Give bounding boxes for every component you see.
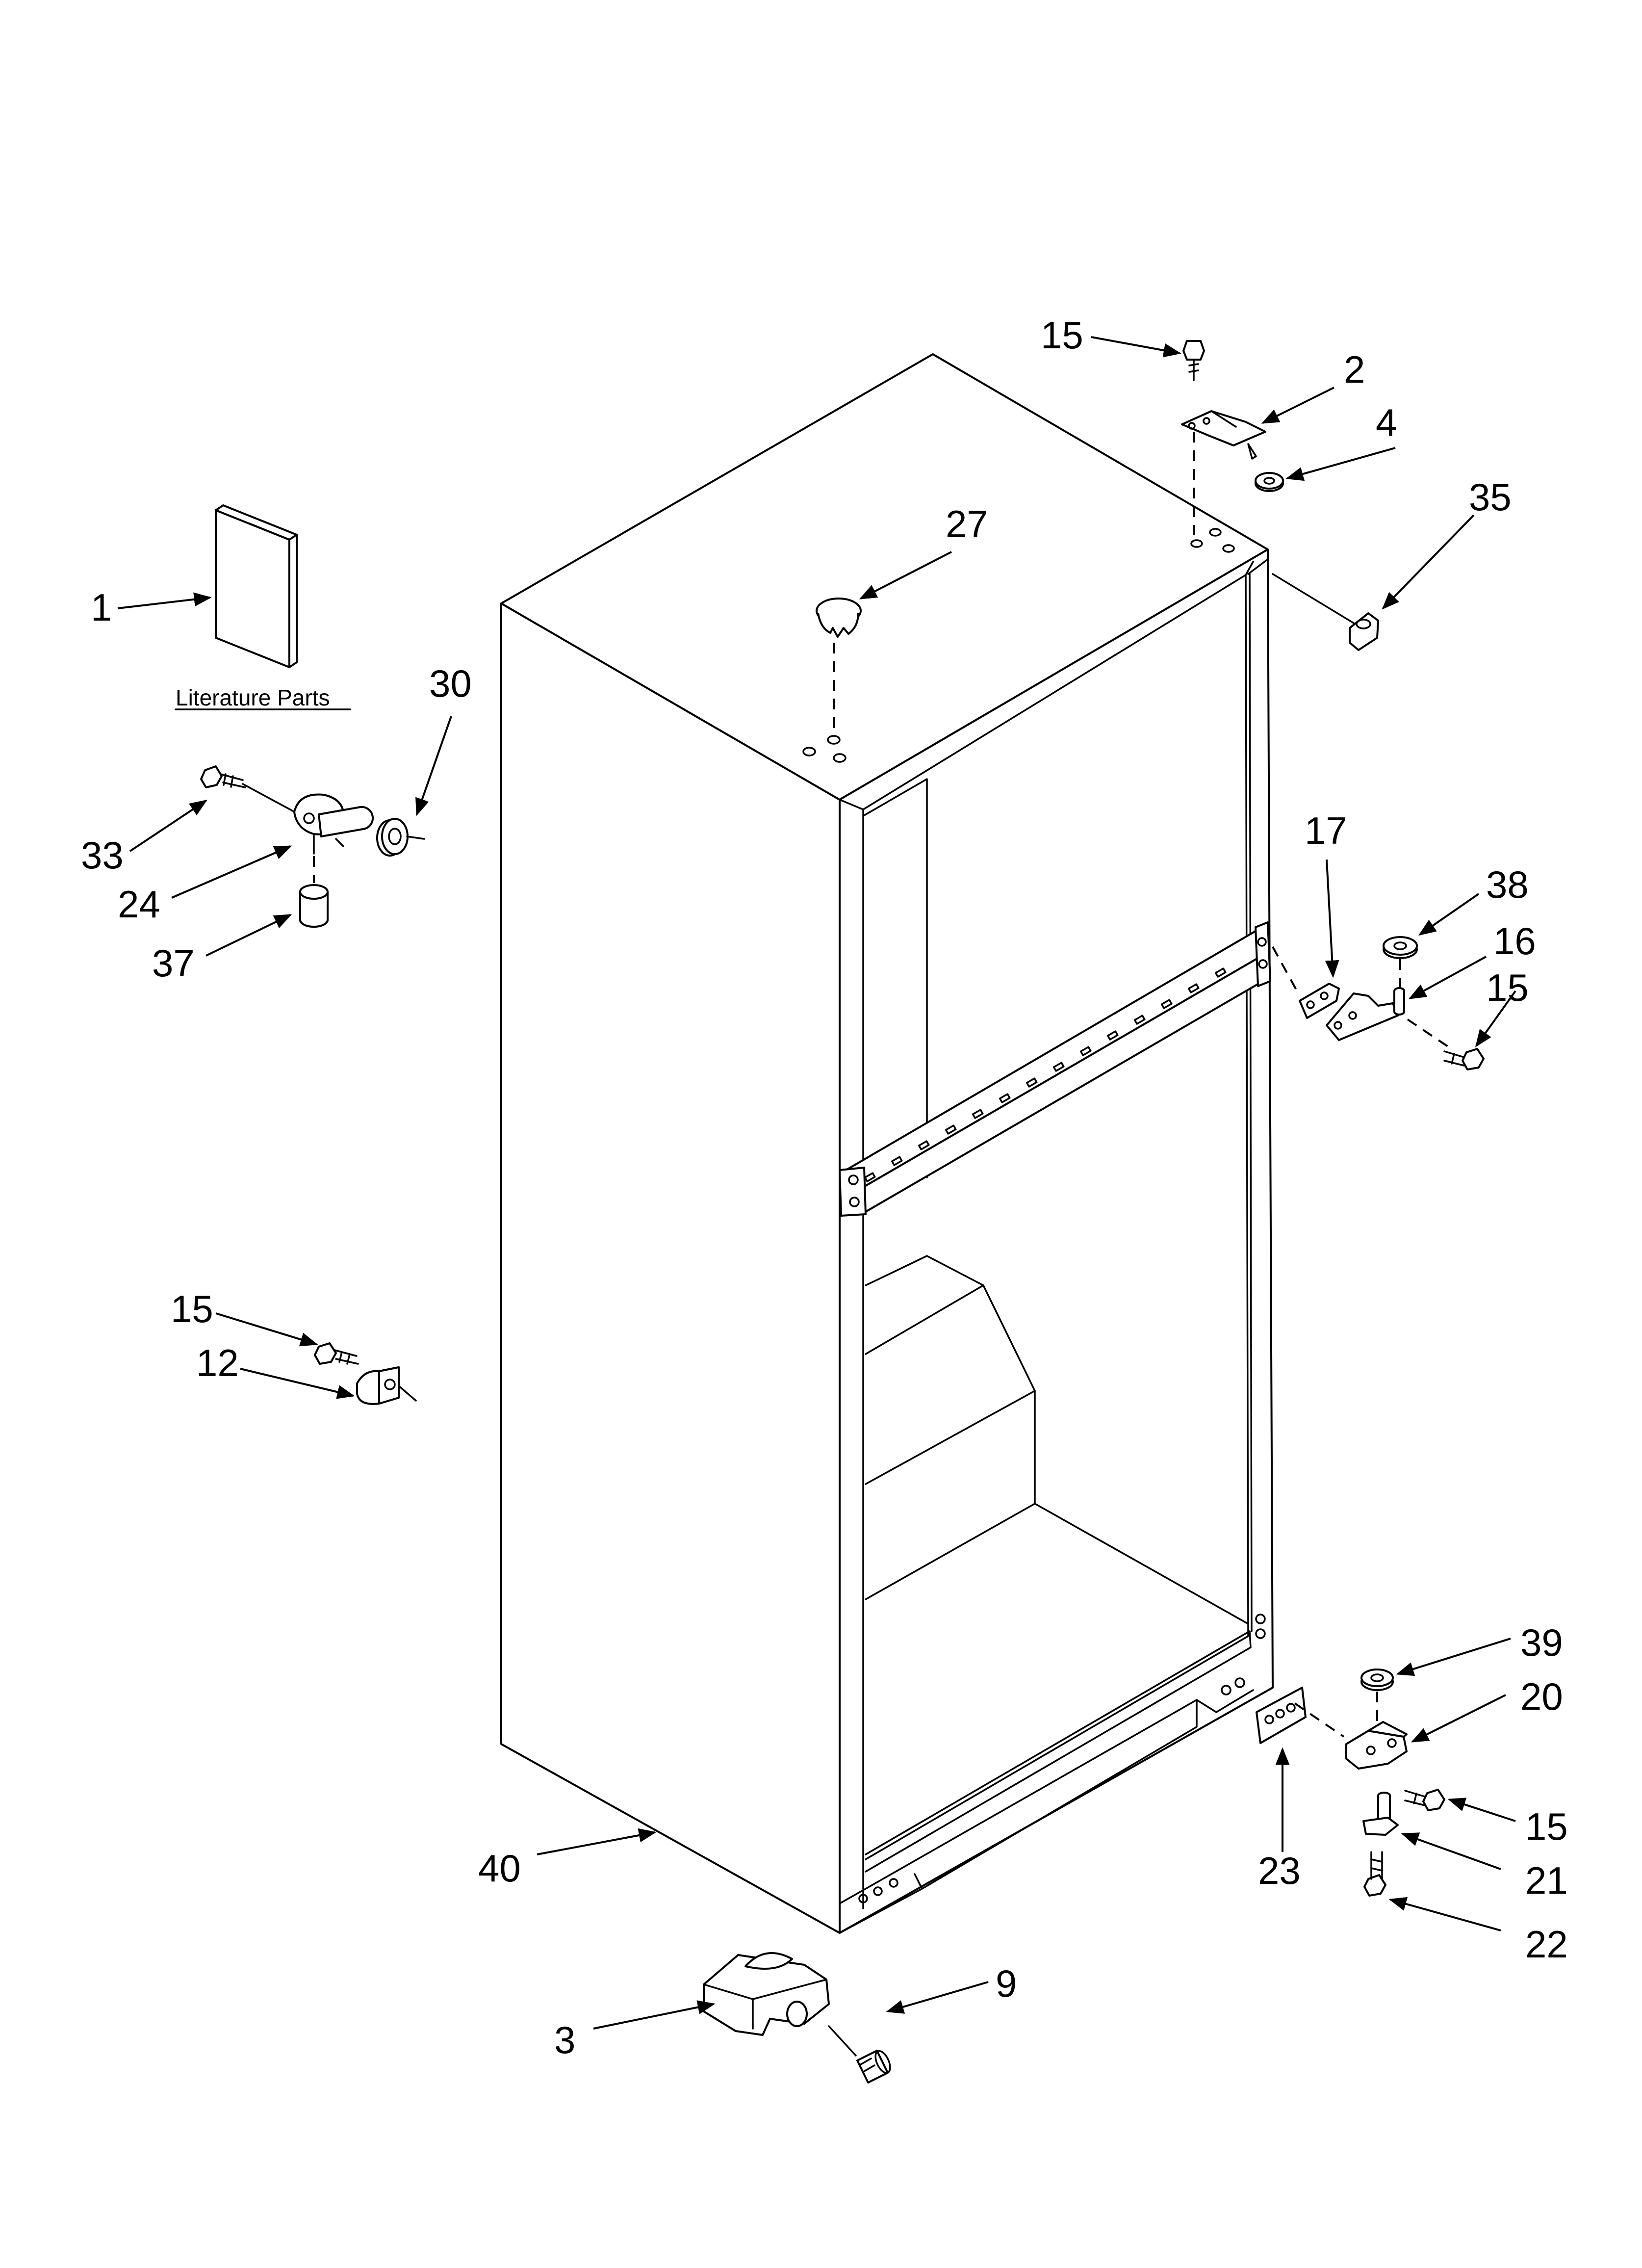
- bottom-hinge-bracket-icon: [1345, 1721, 1408, 1770]
- callout-24: 24: [118, 883, 160, 926]
- callout-15-top: 15: [1041, 313, 1083, 357]
- bottom-hinge-dash-b: [1294, 1702, 1345, 1738]
- callout-22: 22: [1525, 1923, 1568, 1966]
- center-hinge-shim-icon: [1299, 983, 1340, 1019]
- callout-3: 3: [554, 2018, 575, 2061]
- callout-30: 30: [429, 662, 472, 705]
- top-hinge-screw-icon: [1182, 340, 1205, 381]
- top-hinge-bracket-icon: [1181, 410, 1266, 460]
- hinge-cover-icon: [356, 1366, 417, 1405]
- hinge-washer-icon: [1255, 472, 1284, 492]
- center-hinge-bracket-icon: [1326, 987, 1405, 1041]
- left-hinge-pin-icon: [293, 793, 374, 855]
- divider-rail: [839, 921, 1271, 1217]
- callout-16: 16: [1493, 919, 1536, 963]
- callout-37: 37: [152, 941, 195, 985]
- callout-15-mid: 15: [1486, 966, 1529, 1009]
- callout-33: 33: [81, 834, 124, 877]
- door-stop-line: [1272, 573, 1355, 624]
- top-plug-icon: [816, 598, 862, 638]
- center-hinge-washer-icon: [1383, 936, 1418, 959]
- callout-4: 4: [1376, 401, 1397, 444]
- callout-21: 21: [1525, 1859, 1568, 1902]
- callout-20: 20: [1520, 1675, 1563, 1718]
- door-stop-icon: [1349, 612, 1379, 651]
- center-hinge-dash-b: [1272, 946, 1301, 996]
- callout-labels: 1 15 2 4 27 35 30 33 24 37 15 12 17 38 1…: [81, 313, 1568, 2061]
- callout-15-bottom: 15: [1525, 1805, 1568, 1848]
- roller-assembly-icon: [703, 1952, 830, 2036]
- center-hinge-screw-icon: [1443, 1048, 1485, 1070]
- callout-2: 2: [1344, 348, 1365, 391]
- bottom-hinge-washer-icon: [1360, 1668, 1394, 1691]
- callout-40: 40: [478, 1847, 521, 1890]
- callout-9: 9: [996, 1962, 1017, 2005]
- bottom-hinge-shim-icon: [1256, 1687, 1307, 1744]
- center-hinge-dash-c: [1407, 1018, 1450, 1048]
- leveling-leg-icon: [1363, 1851, 1386, 1897]
- refrigerator-cabinet: [500, 353, 1274, 1934]
- callout-38: 38: [1486, 863, 1529, 906]
- callout-23: 23: [1258, 1849, 1301, 1892]
- hinge-bushing-icon: [376, 818, 425, 857]
- callout-27: 27: [946, 502, 988, 546]
- bottom-hinge-screw-icon: [1404, 1789, 1445, 1811]
- callout-17: 17: [1305, 809, 1347, 852]
- callout-39: 39: [1520, 1621, 1563, 1664]
- bottom-hinge-pin-icon: [1362, 1792, 1399, 1836]
- callout-35: 35: [1469, 475, 1512, 519]
- roller-screw-icon: [828, 2025, 891, 2084]
- left-screw-icon: [314, 1342, 359, 1365]
- left-hinge-screw-icon: [200, 765, 300, 815]
- leader-lines: [117, 336, 1516, 2030]
- callout-12: 12: [196, 1341, 239, 1384]
- literature-book-icon: [215, 504, 298, 668]
- callout-15-left: 15: [171, 1287, 213, 1330]
- callout-1: 1: [91, 586, 112, 629]
- literature-parts-label: Literature Parts: [176, 685, 330, 710]
- hinge-spacer-icon: [299, 884, 329, 928]
